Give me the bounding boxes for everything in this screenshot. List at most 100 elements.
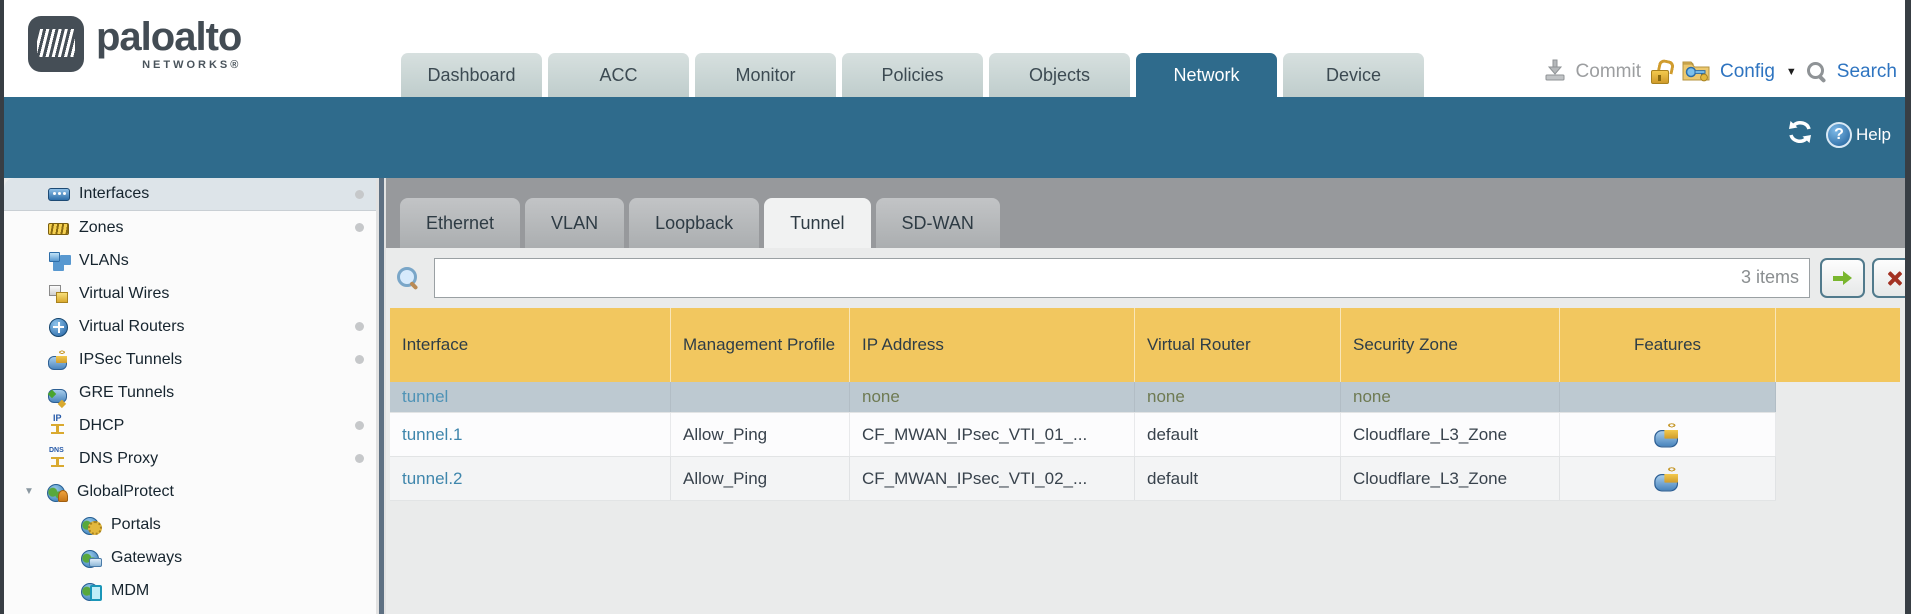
cell-ip-address: none bbox=[850, 382, 1135, 412]
nav-tab-monitor[interactable]: Monitor bbox=[695, 53, 836, 97]
sidebar-item-globalprotect[interactable]: GlobalProtect bbox=[4, 475, 376, 508]
sidebar-item-mdm[interactable]: MDM bbox=[4, 574, 376, 607]
tab-tunnel[interactable]: Tunnel bbox=[764, 198, 871, 248]
mdm-icon bbox=[80, 581, 102, 601]
cell-virtual-router: none bbox=[1135, 382, 1341, 412]
cell-management-profile bbox=[671, 382, 850, 412]
tab-ethernet[interactable]: Ethernet bbox=[400, 198, 521, 248]
nav-tab-policies[interactable]: Policies bbox=[842, 53, 983, 97]
window-edge-left bbox=[0, 0, 4, 614]
sidebar-item-virtual-routers[interactable]: Virtual Routers bbox=[4, 310, 376, 343]
nav-tab-dashboard[interactable]: Dashboard bbox=[401, 53, 542, 97]
cell-virtual-router: default bbox=[1135, 413, 1341, 456]
expander-icon[interactable] bbox=[24, 486, 46, 497]
ipsec-tunnels-icon bbox=[48, 349, 70, 370]
sidebar-item-dhcp[interactable]: DHCP bbox=[4, 409, 376, 442]
commit-button[interactable]: Commit bbox=[1575, 61, 1641, 82]
sidebar-item-label: IPSec Tunnels bbox=[79, 350, 183, 368]
column-header-ip-address[interactable]: IP Address bbox=[850, 308, 1135, 382]
dns-proxy-icon bbox=[48, 447, 70, 469]
status-dot bbox=[355, 223, 364, 232]
filter-input[interactable] bbox=[435, 259, 1809, 297]
sidebar-item-label: Zones bbox=[79, 218, 124, 236]
portals-icon bbox=[80, 515, 102, 535]
sidebar-item-gateways[interactable]: Gateways bbox=[4, 541, 376, 574]
teal-banner: Help bbox=[4, 97, 1905, 178]
column-header-features[interactable]: Features bbox=[1560, 308, 1776, 382]
cell-security-zone: Cloudflare_L3_Zone bbox=[1341, 413, 1560, 456]
brand-subtitle: NETWORKS® bbox=[142, 59, 242, 71]
cell-features bbox=[1560, 457, 1776, 500]
cell-ip-address: CF_MWAN_IPsec_VTI_01_... bbox=[850, 413, 1135, 456]
sidebar-item-portals[interactable]: Portals bbox=[4, 508, 376, 541]
sidebar-item-ipsec-tunnels[interactable]: IPSec Tunnels bbox=[4, 343, 376, 376]
cell-security-zone: none bbox=[1341, 382, 1560, 412]
column-header-security-zone[interactable]: Security Zone bbox=[1341, 308, 1560, 382]
apply-filter-button[interactable] bbox=[1820, 258, 1865, 298]
column-header-interface[interactable]: Interface bbox=[390, 308, 671, 382]
paloalto-logo: paloalto NETWORKS® bbox=[28, 16, 242, 72]
chevron-down-icon[interactable]: ▼ bbox=[1785, 66, 1797, 78]
sidebar-item-label: VLANs bbox=[79, 251, 129, 269]
tab-loopback[interactable]: Loopback bbox=[629, 198, 760, 248]
status-dot bbox=[355, 322, 364, 331]
nav-tab-network[interactable]: Network bbox=[1136, 53, 1277, 97]
interface-link[interactable]: tunnel.2 bbox=[402, 468, 463, 488]
nav-tab-objects[interactable]: Objects bbox=[989, 53, 1130, 97]
unlock-icon[interactable] bbox=[1650, 60, 1672, 84]
sidebar-item-dns-proxy[interactable]: DNS Proxy bbox=[4, 442, 376, 475]
sidebar-item-zones[interactable]: Zones bbox=[4, 211, 376, 244]
sidebar-item-label: Gateways bbox=[111, 548, 183, 566]
column-header-management-profile[interactable]: Management Profile bbox=[671, 308, 850, 382]
clear-filter-button[interactable] bbox=[1872, 258, 1911, 298]
sidebar-item-label: Virtual Wires bbox=[79, 284, 170, 302]
column-header-filler bbox=[1776, 308, 1900, 382]
filter-search-icon bbox=[396, 266, 422, 292]
cell-ip-address: CF_MWAN_IPsec_VTI_02_... bbox=[850, 457, 1135, 500]
sidebar-item-label: Portals bbox=[111, 515, 161, 533]
refresh-icon[interactable] bbox=[1786, 119, 1814, 150]
status-dot bbox=[355, 454, 364, 463]
sidebar-item-label: MDM bbox=[111, 581, 150, 599]
sidebar-item-label: GRE Tunnels bbox=[79, 383, 175, 401]
cell-interface: tunnel.1 bbox=[390, 413, 671, 456]
help-icon bbox=[1826, 121, 1853, 148]
nav-tab-acc[interactable]: ACC bbox=[548, 53, 689, 97]
interface-link[interactable]: tunnel bbox=[402, 387, 449, 406]
sidebar-item-gre-tunnels[interactable]: GRE Tunnels bbox=[4, 376, 376, 409]
ipsec-tunnel-icon bbox=[1653, 422, 1682, 447]
search-button[interactable]: Search bbox=[1836, 61, 1897, 82]
column-header-virtual-router[interactable]: Virtual Router bbox=[1135, 308, 1341, 382]
config-icon bbox=[1681, 57, 1711, 88]
sidebar-item-interfaces[interactable]: Interfaces bbox=[4, 178, 376, 211]
red-x-icon bbox=[1886, 270, 1903, 287]
tab-sd-wan[interactable]: SD-WAN bbox=[875, 198, 1000, 248]
sidebar-splitter[interactable] bbox=[376, 178, 386, 614]
zones-icon bbox=[48, 218, 70, 238]
virtual-wires-icon bbox=[48, 284, 70, 304]
help-label: Help bbox=[1856, 124, 1891, 144]
tab-vlan[interactable]: VLAN bbox=[525, 198, 625, 248]
cell-security-zone: Cloudflare_L3_Zone bbox=[1341, 457, 1560, 500]
interfaces-icon bbox=[48, 184, 70, 204]
nav-tab-device[interactable]: Device bbox=[1283, 53, 1424, 97]
sidebar-item-vlans[interactable]: VLANs bbox=[4, 244, 376, 277]
gre-tunnels-icon bbox=[48, 383, 70, 403]
sidebar-item-label: Virtual Routers bbox=[79, 317, 185, 335]
help-button[interactable]: Help bbox=[1826, 121, 1891, 148]
config-menu-button[interactable]: Config bbox=[1719, 61, 1775, 82]
sidebar-item-virtual-wires[interactable]: Virtual Wires bbox=[4, 277, 376, 310]
sidebar-item-label: Interfaces bbox=[79, 185, 150, 202]
interface-link[interactable]: tunnel.1 bbox=[402, 424, 463, 444]
sidebar-item-label: GlobalProtect bbox=[77, 482, 174, 500]
cell-features bbox=[1560, 382, 1776, 412]
